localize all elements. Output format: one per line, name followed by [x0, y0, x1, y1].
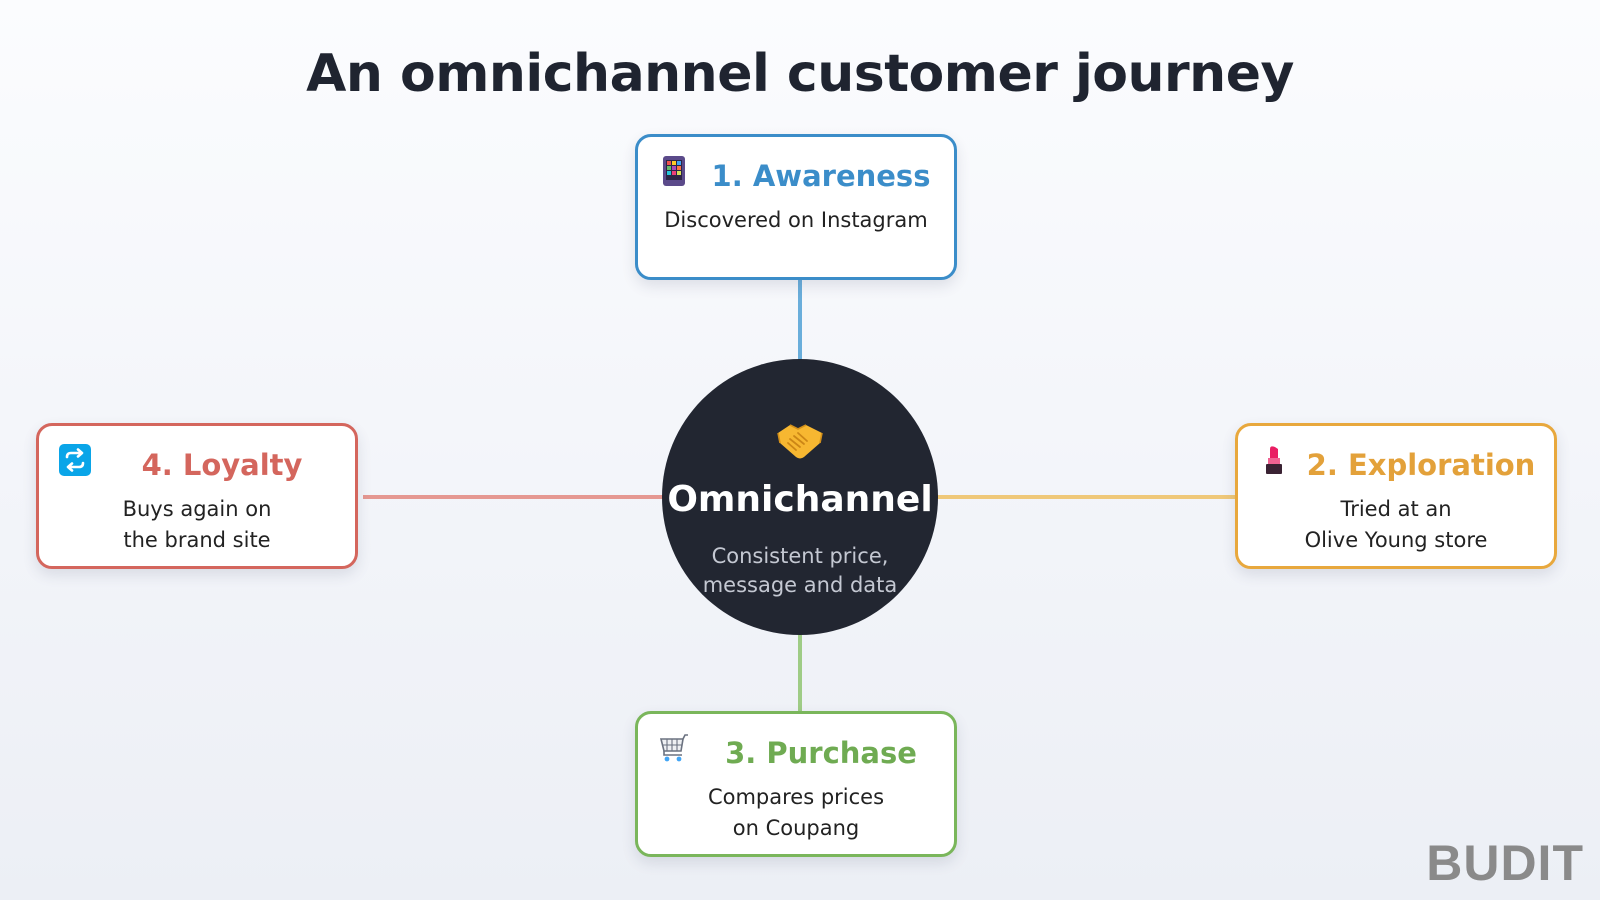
lipstick-icon	[1266, 446, 1282, 474]
repeat-icon	[59, 444, 91, 476]
step-title: 4. Loyalty	[141, 448, 303, 482]
shopping-cart-icon	[659, 734, 688, 762]
step-card-loyalty: 4. Loyalty Buys again on the brand site	[36, 423, 358, 569]
step-card-awareness: 1. Awareness Discovered on Instagram	[635, 134, 957, 280]
step-title: 3. Purchase	[725, 736, 917, 770]
hub-subtitle: Consistent price, message and data	[702, 544, 898, 597]
step-description: Buys again on the brand site	[122, 497, 272, 552]
page-title: An omnichannel customer journey	[306, 44, 1294, 104]
hub-title: Omnichannel	[667, 479, 933, 520]
step-card-exploration: 2. Exploration Tried at an Olive Young s…	[1235, 423, 1557, 569]
step-title: 1. Awareness	[711, 159, 931, 193]
omnichannel-hub: Omnichannel Consistent price, message an…	[662, 359, 938, 635]
step-title: 2. Exploration	[1306, 448, 1536, 482]
handshake-icon	[777, 424, 823, 459]
step-description: Compares prices on Coupang	[707, 785, 885, 840]
phone-apps-icon	[663, 156, 685, 186]
brand-logo: BUDIT	[1426, 835, 1584, 891]
step-description: Tried at an Olive Young store	[1304, 497, 1488, 552]
step-description: Discovered on Instagram	[664, 208, 928, 232]
step-card-purchase: 3. Purchase Compares prices on Coupang	[635, 711, 957, 857]
